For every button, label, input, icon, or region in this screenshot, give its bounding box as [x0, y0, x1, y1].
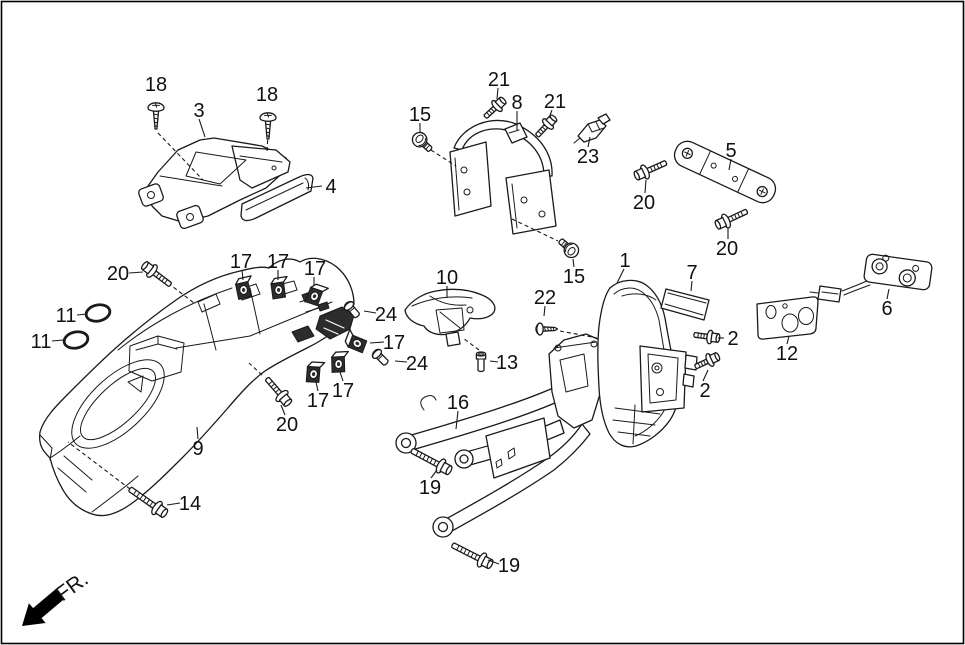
leader-line-14-34 [166, 502, 181, 506]
callout-2-16: 2 [727, 328, 738, 350]
callout-4-3: 4 [325, 176, 336, 198]
part-8-license-bracket [449, 119, 557, 235]
callout-20-10: 20 [633, 192, 655, 214]
leader-line-21-7 [548, 109, 553, 119]
front-direction-arrow [22, 589, 65, 626]
callout-22-15: 22 [534, 287, 556, 309]
leader-line-4-3 [305, 185, 323, 189]
callout-5-9: 5 [725, 140, 736, 162]
callout-24-29: 24 [406, 353, 428, 375]
callout-19-37: 19 [498, 555, 520, 577]
leader-line-20-20 [128, 271, 144, 274]
leader-line-16-35 [455, 410, 459, 430]
part-1-tail-light [597, 279, 698, 448]
callout-17-30: 17 [332, 380, 354, 402]
leader-line-21-5 [496, 87, 499, 100]
leader-line-24-27 [363, 310, 377, 314]
leader-line-17-21 [241, 269, 244, 281]
callout-15-4: 15 [409, 104, 431, 126]
callout-24-27: 24 [375, 304, 397, 326]
callout-21-5: 21 [488, 69, 510, 91]
callout-1-13: 1 [619, 250, 630, 272]
leader-line-12-18 [786, 335, 790, 345]
callout-17-28: 17 [383, 332, 405, 354]
callout-15-12: 15 [563, 266, 585, 288]
part-3-tail-cover [138, 137, 291, 230]
callout-18-2: 18 [256, 84, 278, 106]
part-4-reflector-strip [240, 173, 314, 222]
part-6-bulb-socket-harness [809, 253, 933, 303]
leader-line-20-10 [644, 179, 647, 194]
callout-18-0: 18 [145, 74, 167, 96]
leader-line-17-28 [369, 341, 385, 344]
callout-17-31: 17 [307, 390, 329, 412]
part-12-gasket-plate [756, 296, 819, 340]
callout-17-22: 17 [267, 251, 289, 273]
callout-3-1: 3 [193, 100, 204, 122]
callout-16-35: 16 [447, 392, 469, 414]
assembly-guide-lines [67, 132, 598, 490]
callout-20-11: 20 [716, 238, 738, 260]
leader-line-11-24 [76, 313, 88, 316]
bolt-13 [475, 351, 487, 373]
leader-line-13-32 [489, 360, 499, 363]
leader-line-20-38 [280, 404, 286, 416]
callout-17-21: 17 [230, 251, 252, 273]
callout-17-23: 17 [304, 258, 326, 280]
callout-21-7: 21 [544, 91, 566, 113]
leader-line-9-33 [196, 426, 199, 440]
clip-17-b [270, 275, 288, 300]
part-9-rear-fender [38, 257, 355, 517]
callout-14-34: 14 [179, 493, 201, 515]
leader-line-7-14 [690, 280, 693, 292]
callout-2-17: 2 [699, 380, 710, 402]
part-7-reflector-plate [660, 288, 710, 321]
part-10-guard-bracket [404, 288, 496, 347]
leader-line-3-1 [198, 118, 206, 138]
callout-8-6: 8 [511, 92, 522, 114]
callout-10-26: 10 [436, 267, 458, 289]
leader-line-1-13 [616, 268, 625, 284]
leader-line-11-25 [51, 339, 64, 342]
callout-7-14: 7 [686, 262, 697, 284]
leader-line-19-37 [487, 559, 500, 565]
leader-line-19-36 [430, 469, 438, 479]
callout-11-25: 11 [31, 331, 52, 353]
leader-line-5-9 [728, 158, 732, 171]
leader-line-24-29 [394, 360, 408, 363]
callout-9-33: 9 [192, 438, 203, 460]
leader-line-2-17 [702, 369, 709, 382]
callout-12-18: 12 [776, 343, 798, 365]
callout-23-8: 23 [577, 146, 599, 168]
callout-19-36: 19 [419, 477, 441, 499]
callout-11-24: 11 [56, 305, 77, 327]
callout-20-20: 20 [107, 263, 129, 285]
leader-line-6-19 [886, 288, 890, 300]
callout-13-32: 13 [496, 352, 518, 374]
callout-20-38: 20 [276, 414, 298, 436]
leader-line-23-8 [587, 136, 591, 148]
part-23-wire-clamp [573, 113, 611, 144]
leader-line-17-31 [315, 381, 319, 392]
leader-line-15-12 [572, 258, 575, 268]
callout-6-19: 6 [881, 298, 892, 320]
leader-line-17-30 [339, 371, 344, 382]
leader-line-22-15 [543, 305, 546, 317]
